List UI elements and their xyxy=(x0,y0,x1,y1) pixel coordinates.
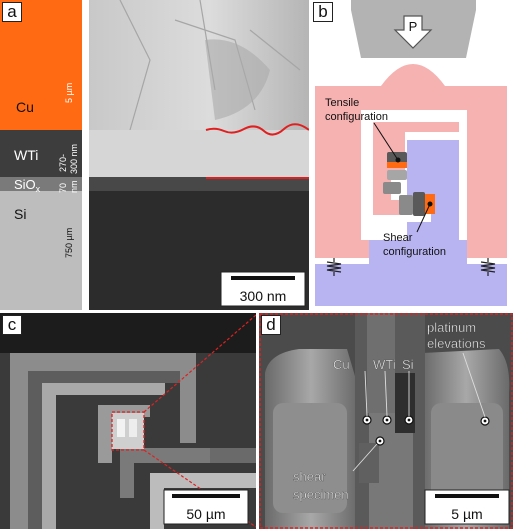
wti-layer xyxy=(0,130,82,177)
force-arrow-icon xyxy=(393,15,433,49)
scalebar-label-d: 5 µm xyxy=(451,506,482,522)
platinum-label-line2: elevations xyxy=(427,336,486,351)
blue-base xyxy=(315,140,507,306)
shear-specimen-label-line1: shear xyxy=(293,469,326,484)
panel-c-figure: 50 µm xyxy=(0,313,256,529)
cu-label-d: Cu xyxy=(333,357,350,372)
wti-label: WTi xyxy=(14,147,38,163)
shear-label-line2: configuration xyxy=(383,246,446,258)
wti-thickness-line1: 270- xyxy=(58,154,68,172)
platinum-label-line1: platinum xyxy=(427,320,476,335)
si-label-d: Si xyxy=(402,357,414,372)
sio-layer xyxy=(0,177,82,191)
cu-label: Cu xyxy=(16,99,34,115)
sem-inner-arm xyxy=(98,405,150,463)
scalebar-bar-d xyxy=(435,494,499,498)
force-label: P xyxy=(409,19,418,34)
panel-label-b: b xyxy=(313,2,333,22)
tensile-label-line1: Tensile xyxy=(325,97,359,109)
panel-b-figure: P T xyxy=(311,0,513,310)
si-layer xyxy=(0,191,82,310)
scalebar-label-c: 50 µm xyxy=(186,506,225,522)
wti-label-d: WTi xyxy=(373,357,396,372)
panel-d-figure: Cu WTi Si platinum elevations shear spec… xyxy=(259,313,513,529)
scalebar-bar xyxy=(231,276,295,280)
sem-wti-region xyxy=(88,130,309,177)
spring-right-icon xyxy=(480,258,496,276)
wti-thickness-line2: 300 nm xyxy=(69,144,79,174)
si-label: Si xyxy=(14,206,26,222)
sem-center-specimen xyxy=(367,313,395,413)
shear-specimen-left xyxy=(399,195,413,215)
panel-label-c: c xyxy=(2,315,22,335)
spring-left-icon xyxy=(326,258,342,276)
panel-a-cross-section: Cu WTi SiOx Si 5 µm 270- 300 nm 70 nm 75… xyxy=(0,0,309,310)
sio-thickness-line1: 70 xyxy=(58,183,68,193)
panel-c-sem-overview: 50 µm c xyxy=(0,313,256,529)
cu-thickness: 5 µm xyxy=(64,83,74,103)
sem-cu-region xyxy=(88,0,309,130)
sem-specimen-zone xyxy=(112,413,144,449)
sio-thickness-line2: nm xyxy=(69,180,79,193)
zoom-highlight-box xyxy=(111,411,145,451)
tensile-label-line2: configuration xyxy=(325,111,388,123)
shear-specimen-label-line2: specimen xyxy=(293,487,349,502)
panel-label-a: a xyxy=(2,2,22,22)
scalebar-bar-c xyxy=(172,494,240,498)
si-thickness: 750 µm xyxy=(64,228,74,258)
cu-wti-interface-trace xyxy=(205,123,309,136)
sem-sio-region xyxy=(88,177,309,191)
tensile-specimen-bottom xyxy=(383,182,401,194)
panel-label-d: d xyxy=(261,315,281,335)
panel-a-figure: Cu WTi SiOx Si 5 µm 270- 300 nm 70 nm 75… xyxy=(0,0,309,310)
shear-label-line1: Shear xyxy=(383,232,413,244)
sem-frame-outer xyxy=(10,353,196,529)
pink-frame xyxy=(315,64,507,258)
panel-d-sem-detail: Cu WTi Si platinum elevations shear spec… xyxy=(259,313,513,529)
scalebar-label: 300 nm xyxy=(240,288,287,304)
zoom-frame xyxy=(259,313,513,529)
sio-label: SiOx xyxy=(14,177,41,194)
panel-b-schematic: P T xyxy=(311,0,513,310)
